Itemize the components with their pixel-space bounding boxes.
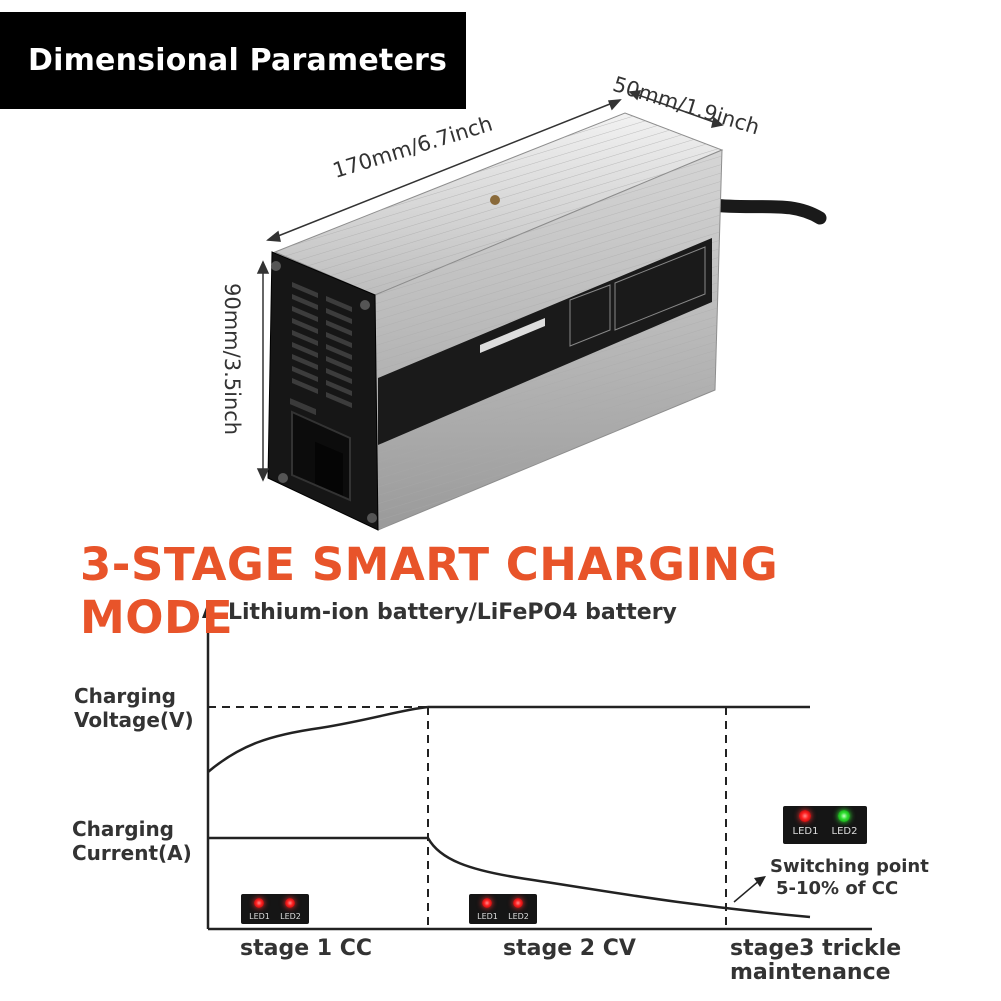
top-screw	[490, 195, 500, 205]
led2-label: LED2	[831, 826, 858, 837]
led2-red-icon	[513, 898, 524, 908]
led2-label: LED2	[280, 912, 301, 921]
led1-red-icon	[482, 898, 493, 908]
page-title: Dimensional Parameters	[0, 12, 466, 109]
charging-chart	[202, 602, 872, 931]
led-indicator-stage3: LED1 LED2	[783, 806, 867, 844]
led1-label: LED1	[249, 912, 270, 921]
vent-slot	[326, 380, 352, 396]
vent-slot	[292, 318, 318, 334]
screw-icon	[360, 300, 370, 310]
vent-slots	[290, 398, 316, 416]
voltage-axis-label: Charging Voltage(V)	[74, 684, 194, 732]
charging-mode-title: 3-STAGE SMART CHARGING MODE	[80, 538, 779, 644]
led-indicator-stage1: LED1 LED2	[241, 894, 309, 924]
vent-slot	[326, 320, 352, 336]
current-label-line2: Current(A)	[72, 841, 192, 865]
led2-green-icon	[838, 810, 851, 822]
stage-1-label: stage 1 CC	[240, 936, 373, 961]
screw-icon	[367, 513, 377, 523]
led-indicator-stage2: LED1 LED2	[469, 894, 537, 924]
vent-slot	[292, 282, 318, 298]
vent-slot	[326, 356, 352, 372]
stage-2-label: stage 2 CV	[503, 936, 636, 961]
led2-label: LED2	[508, 912, 529, 921]
y-axis-arrow	[202, 602, 214, 618]
led1-label: LED1	[792, 826, 819, 837]
led1-red-icon	[799, 810, 812, 822]
stage-3-label-line1: stage3 trickle	[730, 936, 902, 961]
height-dimension: 90mm/3.5inch	[220, 283, 244, 436]
power-cable	[705, 198, 827, 225]
vent-slot	[292, 354, 318, 370]
vent-slot	[326, 296, 352, 312]
vent-slot	[326, 392, 352, 408]
switch-pointer	[733, 879, 761, 903]
voltage-label-line1: Charging	[74, 684, 177, 708]
product-label	[378, 238, 712, 445]
vent-slot	[326, 344, 352, 360]
screw-icon	[278, 473, 288, 483]
battery-type-label: Lithium-ion battery/LiFePO4 battery	[228, 600, 677, 625]
vent-slot	[326, 332, 352, 348]
voltage-label-line2: Voltage(V)	[74, 708, 194, 732]
vent-slot	[292, 366, 318, 382]
vent-slot	[292, 378, 318, 394]
switching-point-note: Switching point 5-10% of CC	[770, 856, 929, 900]
vent-slot	[326, 308, 352, 324]
dimension-lines	[256, 90, 724, 482]
vent-slot	[292, 342, 318, 358]
vent-slot	[326, 368, 352, 384]
vent-slot	[292, 306, 318, 322]
current-curve	[426, 837, 811, 919]
switch-note-line1: Switching point	[770, 856, 929, 877]
vent-slot	[292, 294, 318, 310]
switch-note-line2: 5-10% of CC	[776, 878, 899, 899]
stage-3-label: stage3 trickle maintenance	[730, 937, 901, 985]
led1-red-icon	[254, 898, 265, 908]
vent-slot	[292, 330, 318, 346]
led1-label: LED1	[477, 912, 498, 921]
current-label-line1: Charging	[72, 817, 175, 841]
stage-3-label-line2: maintenance	[730, 960, 891, 985]
switch-pointer-arrow	[754, 876, 766, 887]
current-axis-label: Charging Current(A)	[72, 817, 192, 865]
voltage-curve	[207, 705, 429, 773]
led2-red-icon	[285, 898, 296, 908]
screw-icon	[271, 261, 281, 271]
